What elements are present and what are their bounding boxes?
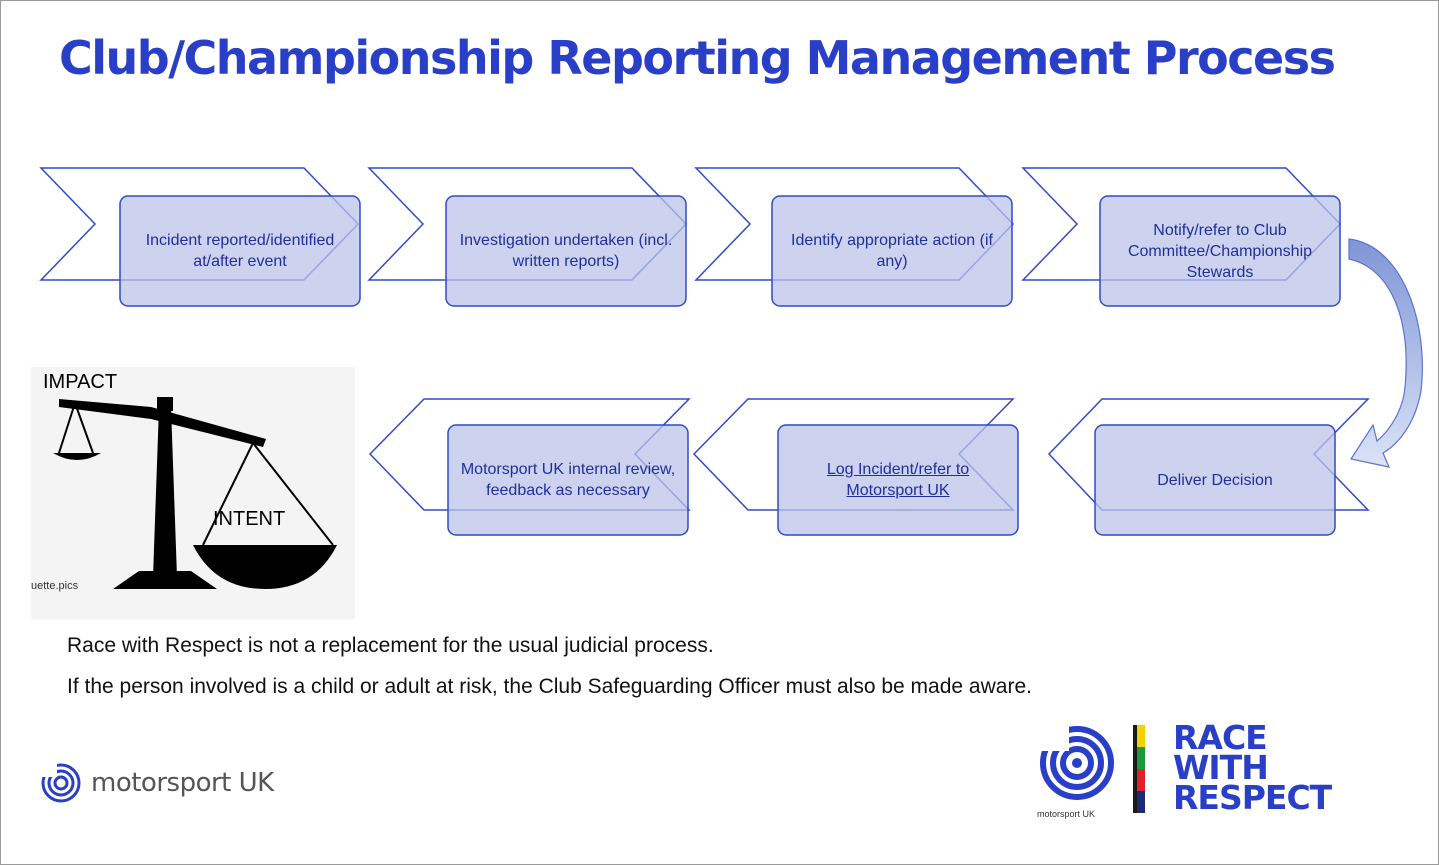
step-label-4: Notify/refer to Club Committee/Champions… bbox=[1127, 221, 1313, 281]
curved-arrow-icon bbox=[1348, 238, 1423, 468]
step-label-1: Incident reported/identified at/after ev… bbox=[145, 232, 335, 270]
intent-label: INTENT bbox=[213, 508, 286, 530]
step-box-6 bbox=[777, 424, 1019, 536]
note-line-2: If the person involved is a child or adu… bbox=[67, 675, 1032, 698]
page-title: Club/Championship Reporting Management P… bbox=[59, 31, 1336, 85]
step-box-3 bbox=[771, 195, 1013, 307]
step-label-7: Motorsport UK internal review, feedback … bbox=[460, 461, 676, 499]
step-label-5: Deliver Decision bbox=[1157, 471, 1273, 489]
motorsport-uk-logo-text: motorsport UK bbox=[91, 768, 274, 798]
step-label-6[interactable]: Log Incident/refer to Motorsport UK bbox=[778, 425, 1018, 535]
scales-icon bbox=[53, 397, 337, 589]
image-credit: uette.pics bbox=[31, 580, 79, 592]
scales-image: IMPACT INTENT uette.pics bbox=[31, 367, 355, 619]
race-with-respect-text: RACE WITH RESPECT bbox=[1173, 718, 1332, 817]
impact-label: IMPACT bbox=[43, 371, 118, 393]
rwr-line-3: RESPECT bbox=[1173, 778, 1332, 817]
step-box-2 bbox=[445, 195, 687, 307]
step-box-5 bbox=[1094, 424, 1336, 536]
rwr-line-2: WITH bbox=[1173, 748, 1269, 787]
race-with-respect-logo: motorsport UK RACE WITH RESPECT bbox=[1037, 718, 1337, 823]
step-label-3: Identify appropriate action (if any) bbox=[791, 232, 993, 270]
step-box-4 bbox=[1099, 195, 1341, 307]
rwr-line-1: RACE bbox=[1173, 718, 1268, 757]
motorsport-uk-small-text: motorsport UK bbox=[1037, 809, 1096, 819]
swirl-icon-large bbox=[1039, 725, 1145, 813]
log-incident-link[interactable]: Log Incident/refer to Motorsport UK bbox=[826, 461, 970, 499]
step-box-1 bbox=[119, 195, 361, 307]
swirl-icon bbox=[41, 763, 81, 803]
step-label-2: Investigation undertaken (incl. written … bbox=[459, 232, 673, 270]
motorsport-uk-logo: motorsport UK bbox=[41, 763, 274, 803]
note-line-1: Race with Respect is not a replacement f… bbox=[67, 634, 714, 657]
step-box-7 bbox=[447, 424, 689, 536]
